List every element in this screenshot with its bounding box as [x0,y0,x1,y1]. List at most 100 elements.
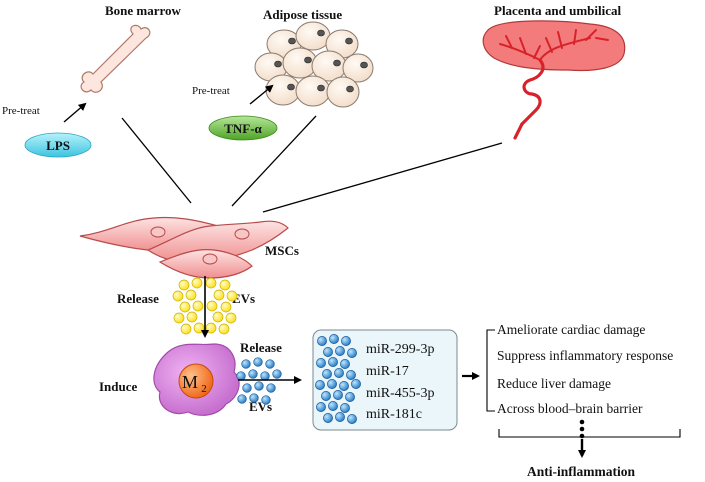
outcome-label: Anti-inflammation [527,464,635,479]
yellow-ev [213,289,225,301]
source-connectors [121,115,503,213]
blue-ev [335,412,345,422]
msc-cells-icon [79,216,289,279]
blue-ev [347,414,357,424]
yellow-ev [172,290,184,302]
blue-ev [272,369,282,379]
blue-ev [341,336,351,346]
yellow-ev [178,279,190,291]
bone-icon [80,24,151,93]
blue-ev [265,359,275,369]
blue-ev [316,402,326,412]
msc-nuclei [150,226,250,265]
pretreat-arrow-bone [63,102,87,123]
adipose-nuclei [274,29,368,93]
blue-ev [322,369,332,379]
blue-ev [329,334,339,344]
bone-marrow-title: Bone marrow [105,3,182,18]
blue-ev [253,357,263,367]
lps-label: LPS [46,138,70,153]
convergence-bracket [498,429,681,438]
placenta-icon [482,20,626,140]
mirna-list: miR-299-3p miR-17 miR-455-3p miR-181c [366,342,434,422]
blue-ev [315,380,325,390]
effect-item: Reduce liver damage [497,376,611,391]
placenta-title: Placenta and umbilical [494,3,622,18]
yellow-ev [193,322,205,334]
blue-ev [317,336,327,346]
blue-ev [340,403,350,413]
ellipsis-dots [579,419,585,439]
blue-ev [261,395,271,405]
yellow-ev [219,279,231,291]
yellow-ev [226,290,238,302]
blue-ev [328,401,338,411]
blue-ev [335,346,345,356]
mirna-item: miR-299-3p [366,342,434,357]
blue-ev [351,379,361,389]
yellow-ev [212,311,224,323]
blue-ev [266,383,276,393]
blue-ev [248,369,258,379]
effect-item: Ameliorate cardiac damage [497,322,645,337]
blue-ev [327,379,337,389]
blue-ev [249,393,259,403]
yellow-ev [205,322,217,334]
blue-ev [345,392,355,402]
blue-ev [333,390,343,400]
yellow-ev [180,323,192,335]
mirna-item: miR-455-3p [366,386,434,401]
effects-list: Ameliorate cardiac damage Suppress infla… [497,322,673,416]
yellow-ev [191,277,203,289]
release-label-2: Release [240,340,282,355]
m2-letter: M [182,372,198,392]
yellow-ev [173,312,185,324]
blue-ev [241,359,251,369]
blue-ev [316,358,326,368]
blue-ev-cluster-box [315,334,361,424]
pretreat-arrow-adipose [249,84,274,105]
blue-ev [339,381,349,391]
effect-item: Across blood–brain barrier [497,401,643,416]
evs-label-1: EVs [232,291,255,306]
yellow-ev [225,312,237,324]
yellow-ev [185,289,197,301]
yellow-ev [206,300,218,312]
adipose-cluster-icon [254,21,374,108]
pretreat-label-adipose: Pre-treat [192,85,230,97]
mscs-label: MSCs [265,243,299,258]
m2-macrophage-icon: M 2 [153,343,240,416]
blue-ev [346,370,356,380]
effect-item: Suppress inflammatory response [497,348,673,363]
blue-ev [321,391,331,401]
yellow-ev [218,323,230,335]
m2-subscript: 2 [201,383,207,395]
tnf-alpha-label: TNF-α [224,121,262,136]
yellow-ev [186,311,198,323]
yellow-ev [192,300,204,312]
yellow-ev [220,301,232,313]
blue-ev [328,357,338,367]
tnf-alpha-pill: TNF-α [208,115,278,141]
release-label-1: Release [117,291,159,306]
lps-pill: LPS [24,132,92,158]
mirna-item: miR-181c [366,407,422,422]
yellow-ev [205,277,217,289]
blue-ev [323,347,333,357]
blue-ev [237,394,247,404]
blue-ev [236,371,246,381]
blue-ev [260,371,270,381]
effects-bracket [486,329,495,412]
blue-ev [334,368,344,378]
adipose-tissue-title: Adipose tissue [263,7,342,22]
pretreat-label-bone: Pre-treat [2,105,40,117]
mirna-item: miR-17 [366,364,409,379]
blue-ev [242,383,252,393]
blue-ev [340,359,350,369]
induce-label: Induce [99,379,138,394]
blue-ev [254,381,264,391]
blue-ev-cluster-small [236,357,282,405]
blue-ev [323,413,333,423]
blue-ev [347,348,357,358]
